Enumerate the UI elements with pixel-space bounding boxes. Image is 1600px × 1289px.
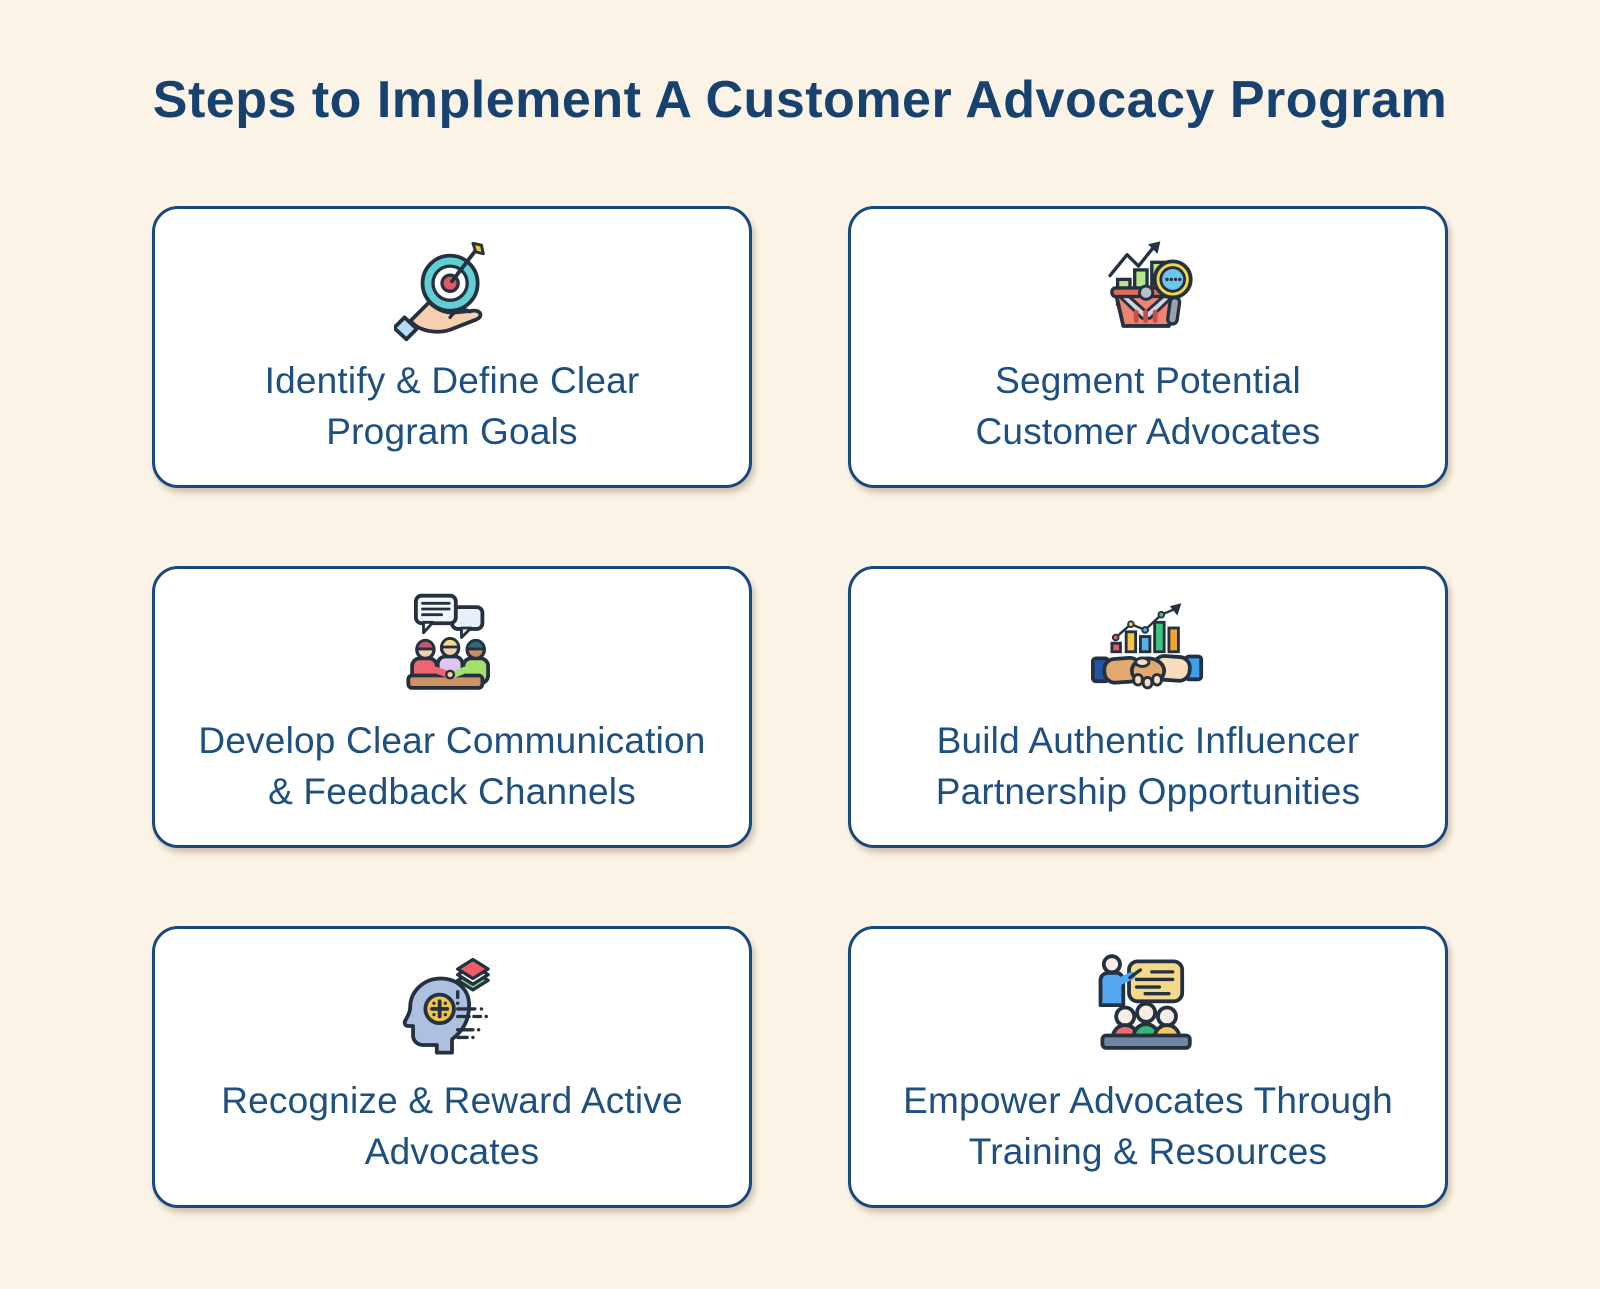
card-segment-advocates: Segment Potential Customer Advocates — [848, 206, 1448, 488]
steps-grid: Identify & Define Clear Program Goals — [0, 206, 1600, 1208]
card-title-line1: Identify & Define Clear — [264, 360, 640, 401]
card-title: Segment Potential Customer Advocates — [976, 355, 1321, 457]
card-title: Build Authentic Influencer Partnership O… — [936, 715, 1361, 817]
card-title-line1: Develop Clear Communication — [198, 720, 706, 761]
card-title-line2: Partnership Opportunities — [935, 771, 1361, 812]
card-title-line1: Empower Advocates Through — [903, 1080, 1393, 1121]
card-identify-define-goals: Identify & Define Clear Program Goals — [152, 206, 752, 488]
handshake-growth-chart-icon — [1086, 587, 1210, 707]
training-presentation-icon — [1086, 947, 1210, 1067]
card-title-line2: Advocates — [364, 1131, 540, 1172]
card-title-line2: Training & Resources — [968, 1131, 1328, 1172]
card-title-line2: Program Goals — [326, 411, 578, 452]
card-title: Identify & Define Clear Program Goals — [265, 355, 640, 457]
card-title-line2: Customer Advocates — [975, 411, 1321, 452]
page-title: Steps to Implement A Customer Advocacy P… — [152, 71, 1448, 129]
card-title: Develop Clear Communication & Feedback C… — [198, 715, 705, 817]
card-title: Empower Advocates Through Training & Res… — [903, 1075, 1393, 1177]
card-title-line2: & Feedback Channels — [268, 771, 636, 812]
team-discussion-icon — [390, 587, 514, 707]
card-title: Recognize & Reward Active Advocates — [221, 1075, 683, 1177]
mind-rewards-icon — [390, 947, 514, 1067]
infographic-page: Steps to Implement A Customer Advocacy P… — [0, 71, 1600, 1208]
card-communication-channels: Develop Clear Communication & Feedback C… — [152, 566, 752, 848]
market-analysis-magnifier-icon — [1086, 227, 1210, 347]
card-title-line1: Build Authentic Influencer — [936, 720, 1360, 761]
target-in-hand-icon — [390, 227, 514, 347]
card-influencer-partnerships: Build Authentic Influencer Partnership O… — [848, 566, 1448, 848]
card-title-line1: Segment Potential — [995, 360, 1301, 401]
card-title-line1: Recognize & Reward Active — [221, 1080, 683, 1121]
card-recognize-reward: Recognize & Reward Active Advocates — [152, 926, 752, 1208]
card-empower-training: Empower Advocates Through Training & Res… — [848, 926, 1448, 1208]
